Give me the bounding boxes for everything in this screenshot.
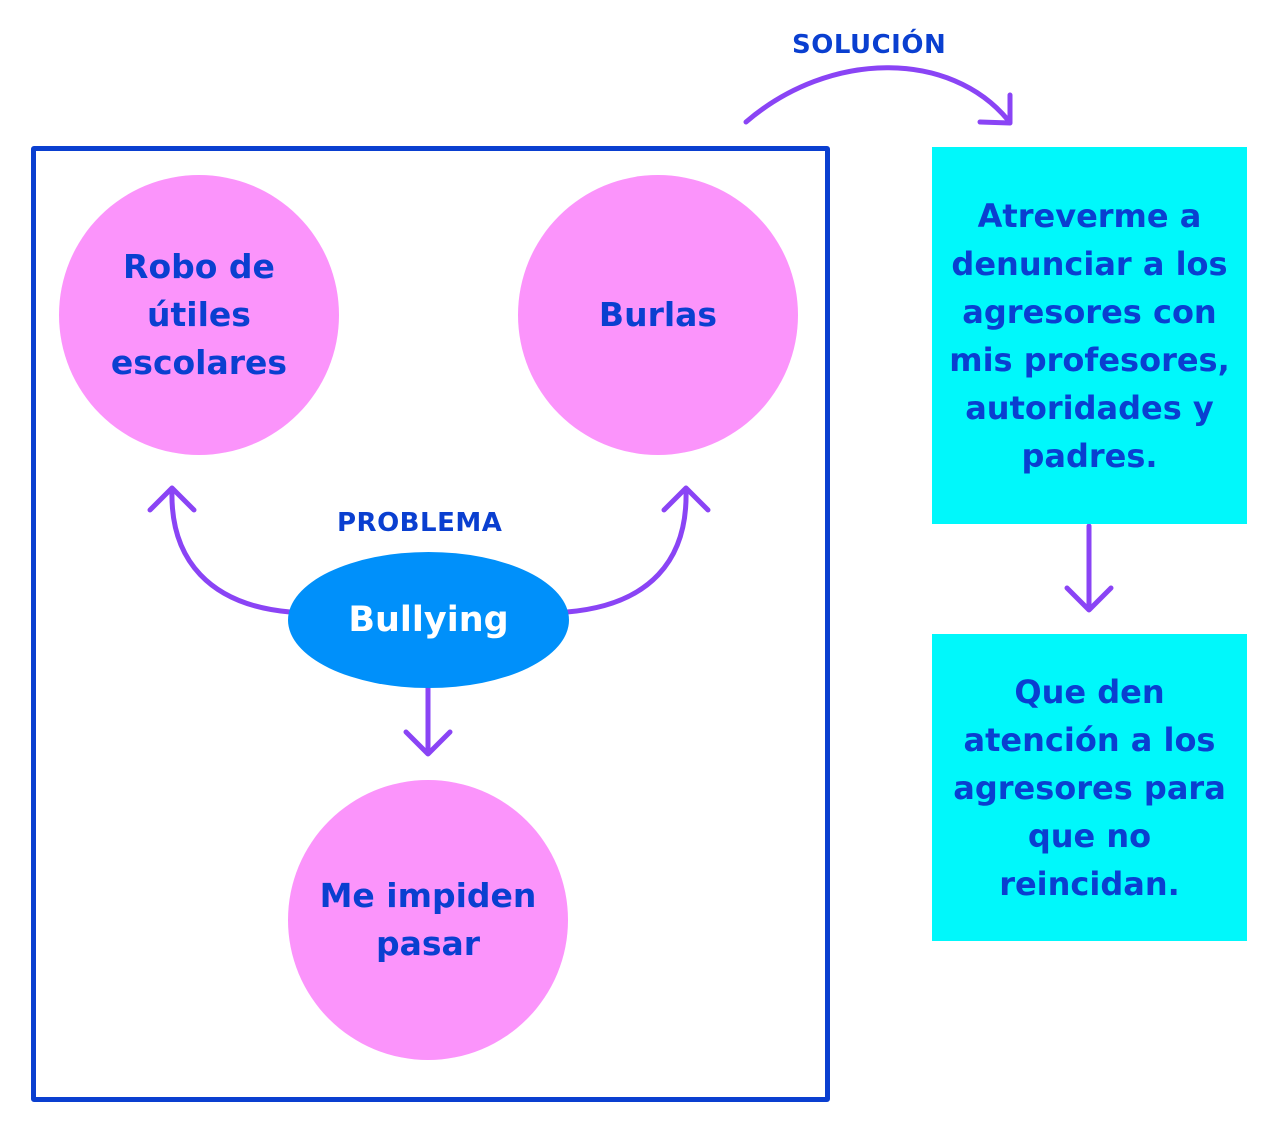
arrow-to-burlas	[564, 485, 711, 615]
arrow-between-solutions	[1064, 523, 1114, 613]
solution-text: Atreverme a denunciar a los agresores co…	[949, 196, 1230, 475]
problem-label: PROBLEMA	[337, 508, 503, 538]
problem-center-bullying: Bullying	[288, 552, 569, 688]
solution-label: SOLUCIÓN	[792, 30, 947, 60]
effect-text: Me impiden pasar	[319, 876, 537, 963]
center-text: Bullying	[348, 600, 509, 640]
effect-text: Burlas	[598, 295, 718, 334]
effect-text: Robo de útiles escolares	[110, 247, 288, 382]
effect-burlas: Burlas	[518, 175, 798, 455]
effect-me-impiden-pasar: Me impiden pasar	[288, 780, 568, 1060]
problem-frame	[31, 146, 830, 1102]
effect-robo-utiles: Robo de útiles escolares	[59, 175, 339, 455]
solution-step-1: Atreverme a denunciar a los agresores co…	[932, 147, 1247, 524]
arrow-to-solution	[743, 65, 1013, 126]
arrow-to-robo	[147, 485, 293, 615]
solution-step-2: Que den atención a los agresores para qu…	[932, 634, 1247, 941]
arrow-to-me-impiden	[403, 685, 453, 757]
solution-text: Que den atención a los agresores para qu…	[953, 672, 1226, 903]
